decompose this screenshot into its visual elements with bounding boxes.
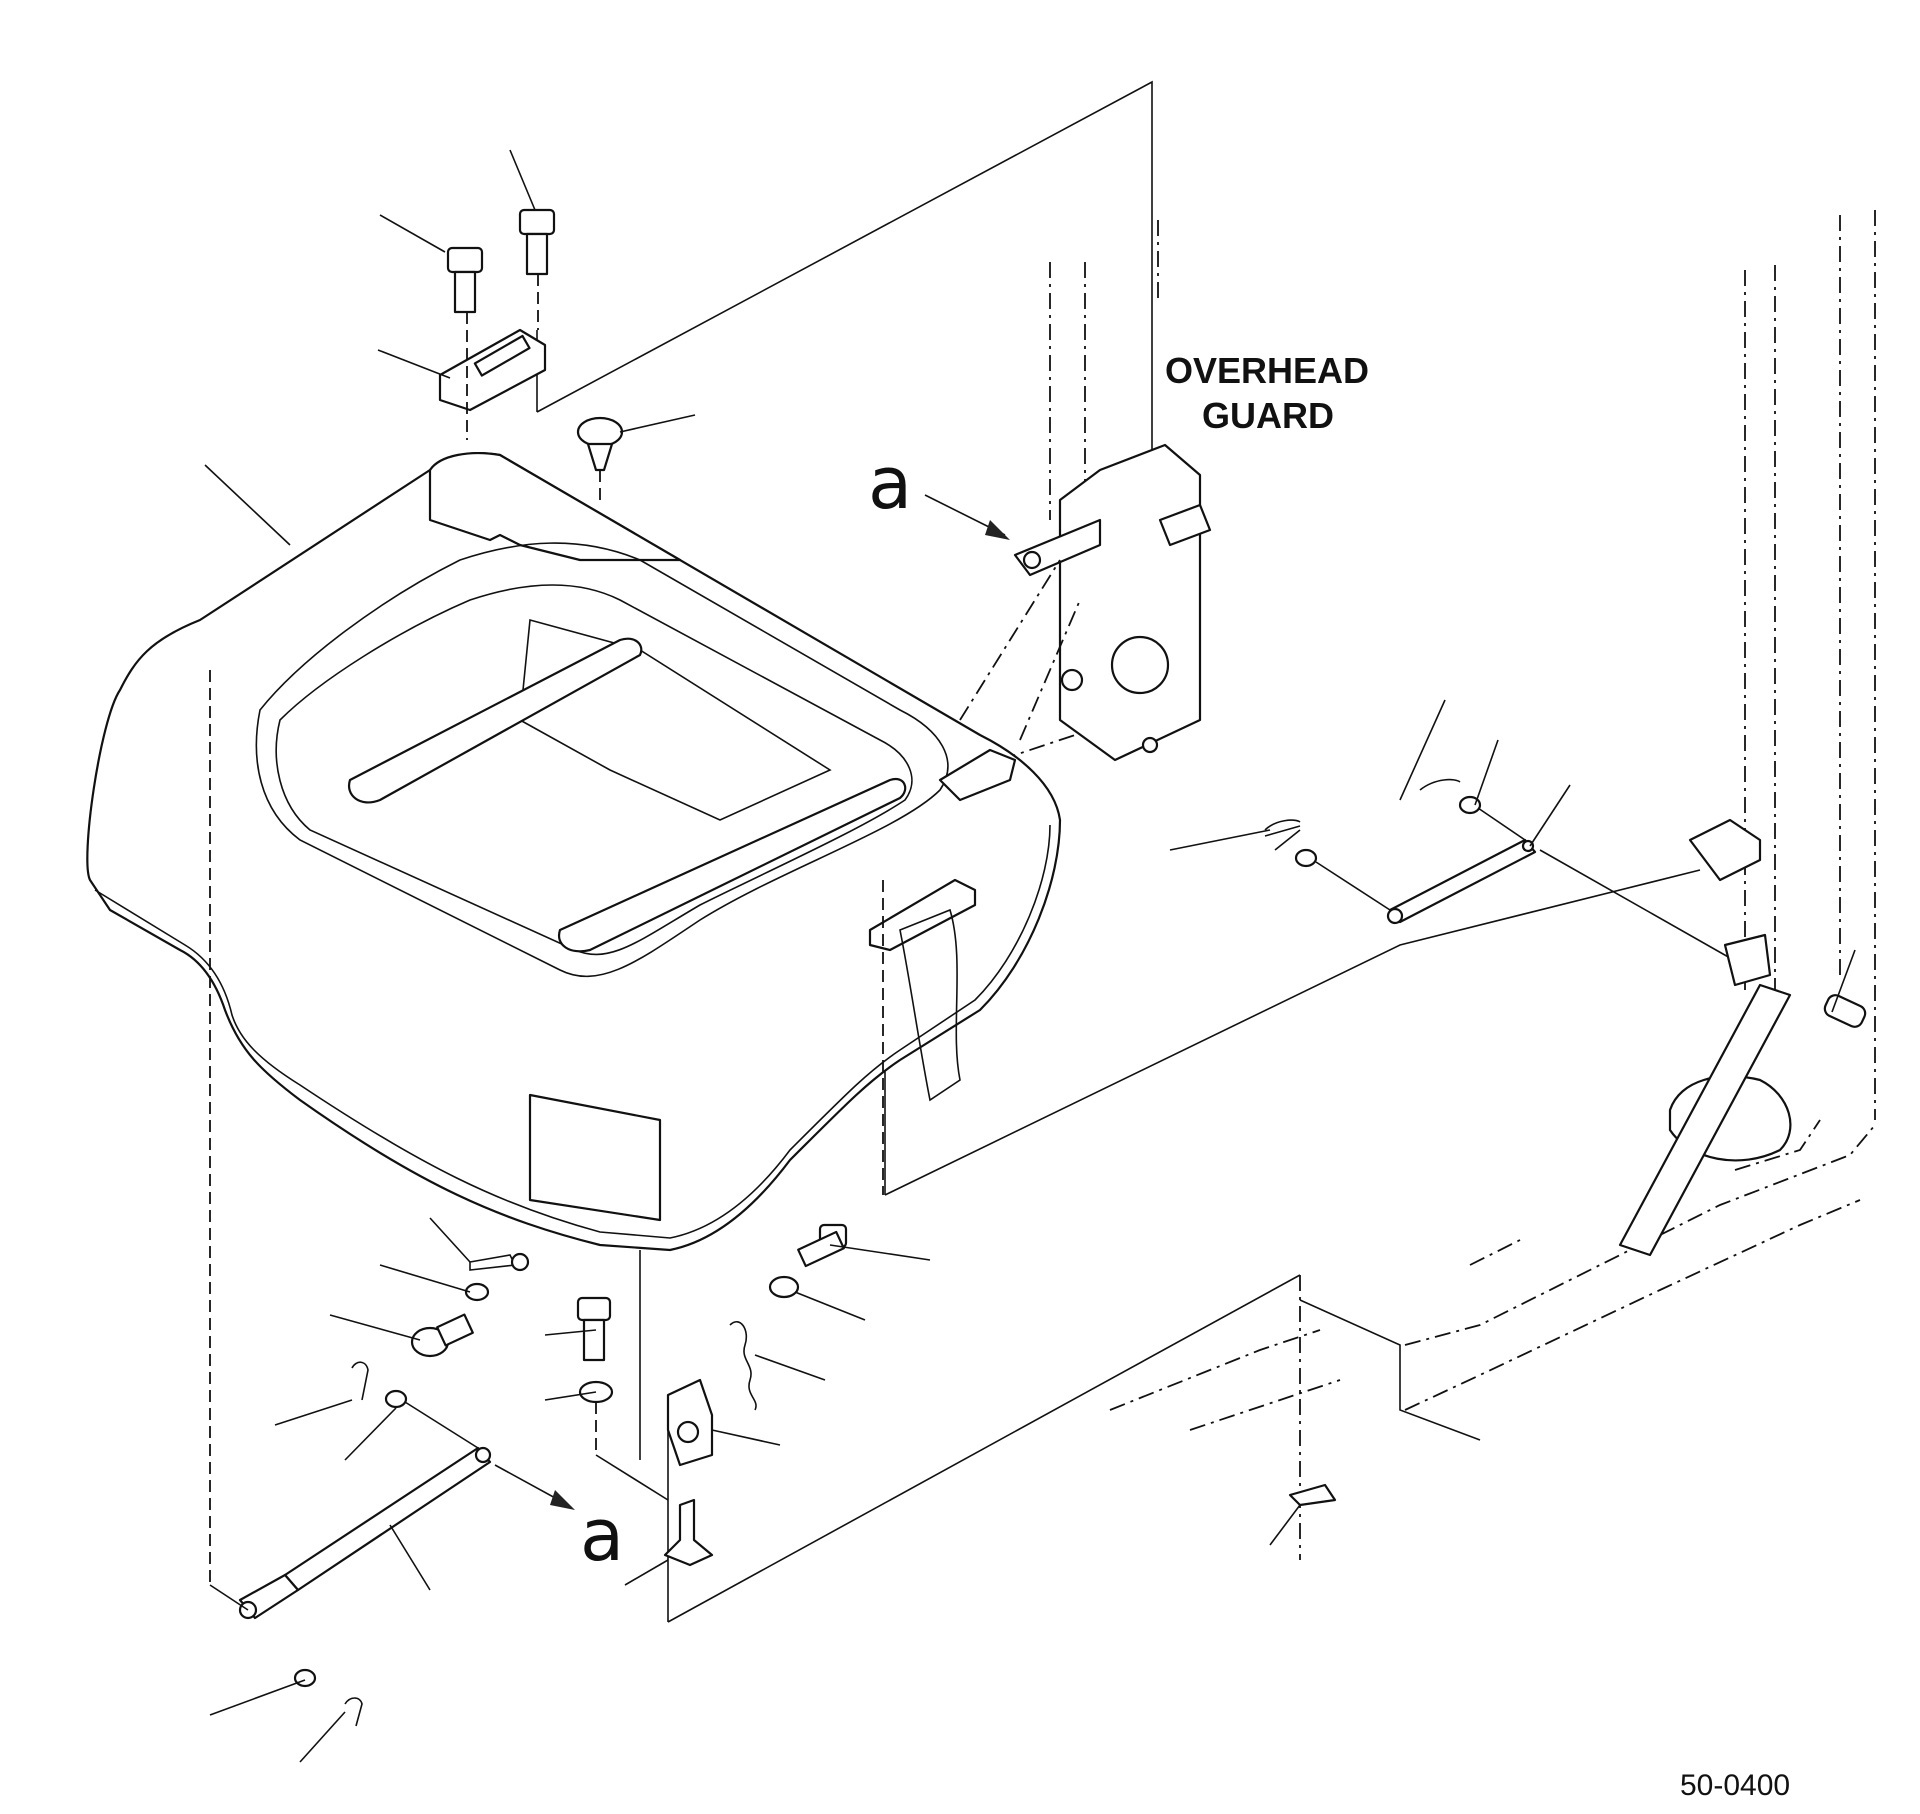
clip-pin (469, 1252, 530, 1272)
upper-latch-assembly (438, 208, 624, 500)
latch-hook (663, 1498, 714, 1567)
bolt-5 (797, 1223, 848, 1268)
bolt-3 (410, 1313, 474, 1358)
rubber-stopper (576, 416, 624, 472)
overhead-guard-outline (536, 80, 1876, 1120)
reference-arrows (494, 494, 1010, 1510)
right-pivot-bracket (1618, 818, 1867, 1257)
overhead-guard-label-line2: GUARD (1202, 395, 1334, 436)
latch-bracket (438, 328, 547, 412)
figure-number: 50-0400 (1680, 1769, 1790, 1802)
hinge-plate (666, 1378, 714, 1467)
frame-outline (667, 719, 1876, 1623)
bolt-1 (446, 246, 484, 314)
reference-letter-a-bottom: a (580, 1493, 624, 1577)
reference-letter-a-top: a (868, 441, 912, 525)
gas-spring-right (1264, 778, 1761, 976)
bolt-2 (518, 208, 556, 276)
lower-fasteners (410, 880, 1337, 1567)
overhead-guard-bracket (959, 443, 1212, 762)
engine-hood (86, 452, 1062, 1252)
bolt-4 (576, 1296, 612, 1362)
overhead-guard-label-line1: OVERHEAD (1165, 350, 1369, 391)
callout-leaders (204, 149, 1856, 1763)
